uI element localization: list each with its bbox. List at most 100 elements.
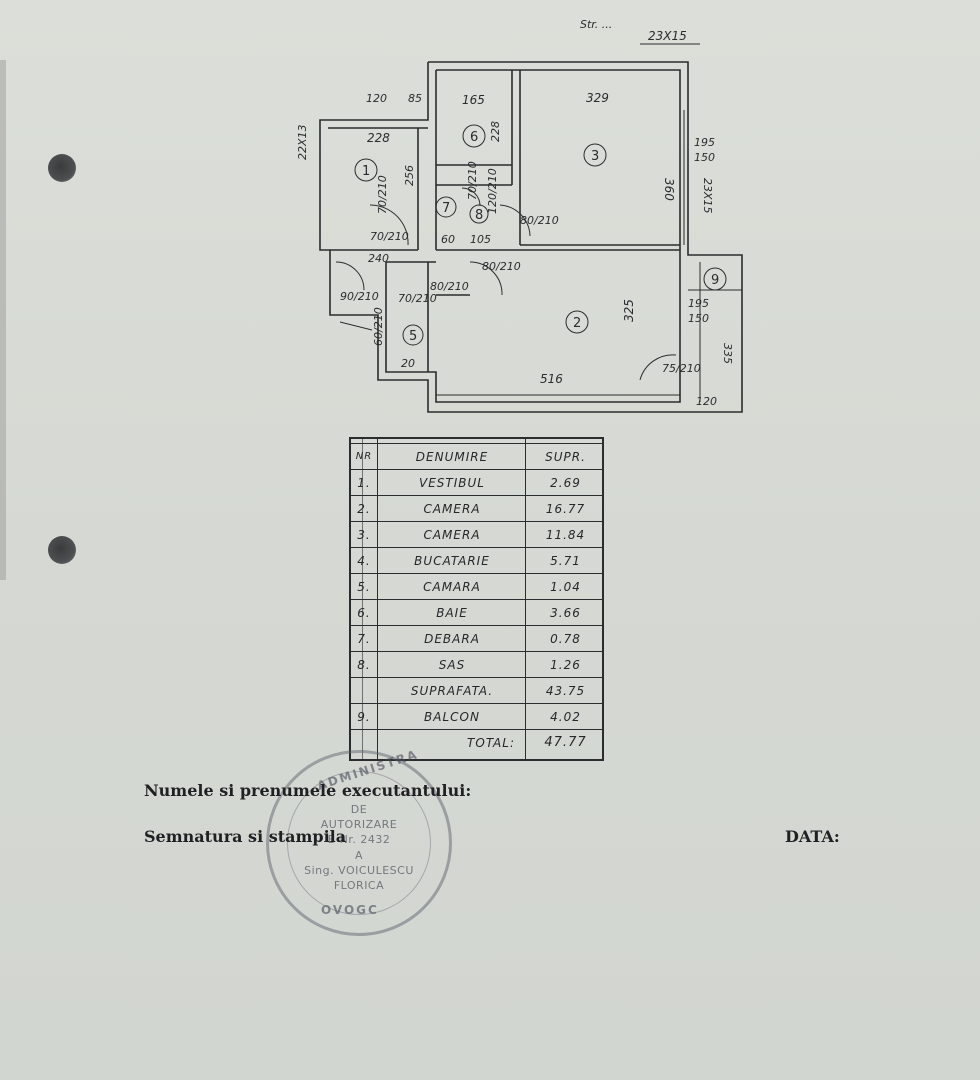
row-supr: 43.75 (545, 684, 586, 698)
row-name: BUCATARIE (414, 554, 490, 568)
surface-table: NR DENUMIRE SUPR. 1. VESTIBUL 2.69 2. CA… (349, 437, 604, 761)
door-60-210: 60/210 (372, 307, 385, 346)
room-markers (354, 124, 727, 346)
header-denumire: DENUMIRE (415, 450, 489, 464)
dim-228-baie: 228 (489, 121, 502, 142)
row-nr: 1. (357, 476, 371, 490)
table-row: 1. VESTIBUL 2.69 (351, 469, 602, 496)
dim-150-top: 150 (694, 151, 715, 164)
table-row: 4. BUCATARIE 5.71 (351, 547, 602, 574)
dim-105: 105 (470, 233, 491, 246)
row-supr: 16.77 (545, 502, 586, 516)
row-nr: 8. (357, 658, 371, 672)
dim-195-top: 195 (694, 136, 715, 149)
door-90-210: 90/210 (340, 290, 379, 303)
row-supr: 0.78 (550, 632, 581, 646)
room-5-label: 5 (409, 329, 417, 344)
room-3-label: 3 (591, 149, 599, 164)
dim-325: 325 (622, 299, 636, 322)
room-1-label: 1 (362, 164, 370, 179)
table-row-total: TOTAL: 47.77 (351, 729, 602, 758)
dim-516: 516 (540, 372, 563, 386)
row-nr: 5. (357, 580, 371, 594)
row-name: BAIE (436, 606, 468, 620)
door-80-210-b: 80/210 (430, 280, 469, 293)
door-swings (335, 187, 677, 381)
room-8-label: 8 (475, 208, 483, 223)
dim-150-bottom: 150 (688, 312, 709, 325)
row-supr: 4.02 (550, 710, 581, 724)
row-nr: 4. (357, 554, 371, 568)
stamp-ring-bottom: OVOGC (321, 903, 379, 917)
stamp-line-5: Sing. VOICULESCU (304, 864, 414, 877)
stamp-line-6: FLORICA (333, 879, 385, 892)
table-header-row: NR DENUMIRE SUPR. (351, 443, 602, 470)
plan-header-dim: 23X15 (648, 29, 687, 43)
row-supr: 1.26 (550, 658, 581, 672)
row-name: CAMERA (423, 502, 481, 516)
floor-plan: Str. ... 23X15 (296, 18, 743, 413)
door-70-210-c: 70/210 (376, 175, 389, 214)
row-name: VESTIBUL (419, 476, 485, 490)
executant-name-label: Numele si prenumele executantului: (144, 781, 472, 800)
row-name: SAS (438, 658, 466, 672)
punch-hole-top (48, 154, 76, 182)
table-row: 9. BALCON 4.02 (351, 703, 602, 730)
header-supr: SUPR. (545, 450, 586, 464)
row-name: DEBARA (424, 632, 480, 646)
row-supr: 1.04 (550, 580, 581, 594)
door-75-210: 75/210 (662, 362, 701, 375)
row-supr: 11.84 (545, 528, 586, 542)
row-nr: 7. (357, 632, 371, 646)
door-70-210-b: 70/210 (398, 292, 437, 305)
table-row: 6. BAIE 3.66 (351, 599, 602, 626)
door-80-210-c: 80/210 (482, 260, 521, 273)
row-supr: 3.66 (550, 606, 581, 620)
room-9-label: 9 (711, 273, 719, 288)
stamp-inner-ring (287, 771, 431, 915)
row-name: CAMERA (423, 528, 481, 542)
stamp-line-4: A (354, 849, 364, 862)
dim-85: 85 (408, 92, 422, 105)
door-80-210-a: 80/210 (520, 214, 559, 227)
header-nr: NR (355, 451, 373, 462)
dim-165: 165 (462, 93, 485, 107)
dim-240: 240 (368, 252, 389, 265)
official-stamp: ADMINISTRA OVOGC DE AUTORIZARE B Nr. 243… (266, 747, 452, 936)
row-name: TOTAL: (467, 736, 515, 750)
door-70-210-a: 70/210 (370, 230, 409, 243)
dim-23x15-side: 23X15 (701, 178, 714, 214)
room-6-label: 6 (470, 130, 478, 145)
left-edge-shadow (0, 60, 6, 580)
row-nr: 6. (357, 606, 371, 620)
row-name: SUPRAFATA. (410, 684, 494, 698)
dim-22x13: 22X13 (296, 124, 309, 160)
row-nr (351, 678, 377, 704)
row-supr: 47.77 (544, 735, 587, 750)
row-nr: 9. (357, 710, 371, 724)
stamp-line-2: AUTORIZARE (320, 818, 398, 831)
stamp-line-1: DE (350, 803, 368, 816)
room-7-label: 7 (442, 201, 450, 216)
dim-256: 256 (403, 165, 416, 186)
door-120-210: 120/210 (486, 168, 499, 214)
dim-20: 20 (401, 357, 415, 370)
punch-hole-bottom (48, 536, 76, 564)
date-label: DATA: (785, 827, 840, 846)
row-name: CAMARA (423, 580, 481, 594)
table-row-subtotal: SUPRAFATA. 43.75 (351, 677, 602, 704)
table-row: 8. SAS 1.26 (351, 651, 602, 678)
table-row: 2. CAMERA 16.77 (351, 495, 602, 522)
signature-label: Semnatura si stampila (144, 827, 347, 846)
plan-header-note: Str. ... (580, 18, 612, 31)
dim-360: 360 (662, 178, 676, 201)
room-2-label: 2 (573, 316, 581, 331)
outer-walls (319, 61, 743, 413)
dim-60: 60 (441, 233, 455, 246)
dim-329: 329 (586, 91, 609, 105)
table-row: 3. CAMERA 11.84 (351, 521, 602, 548)
dim-195-bottom: 195 (688, 297, 709, 310)
dim-120: 120 (696, 395, 717, 408)
row-nr: 3. (357, 528, 371, 542)
